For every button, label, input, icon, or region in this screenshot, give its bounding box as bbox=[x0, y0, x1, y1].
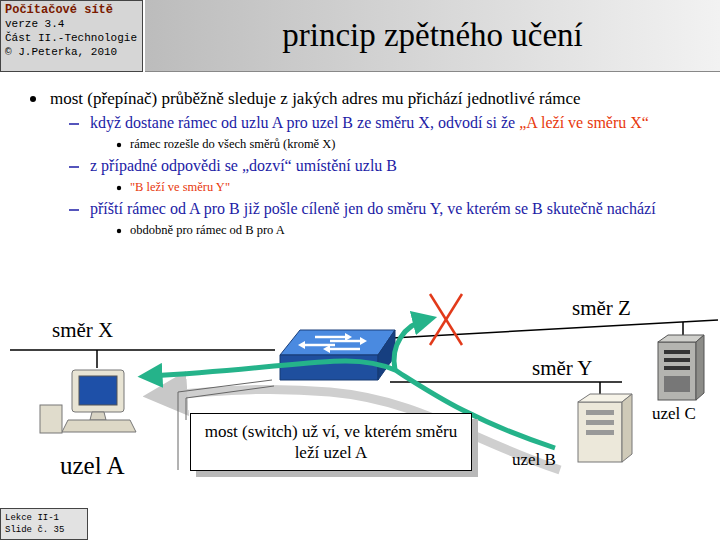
box-text: Slide č. 35 bbox=[5, 524, 83, 536]
bullet-item: "B leží ve směru Y" bbox=[22, 179, 702, 196]
bullet-marker bbox=[28, 88, 42, 108]
slide-number-box: Lekce II-1Slide č. 35 bbox=[0, 508, 88, 540]
bullet-text: z případné odpovědi se „dozví“ umístění … bbox=[90, 157, 397, 174]
bullet-marker bbox=[68, 113, 82, 133]
bullet-marker bbox=[114, 136, 128, 156]
bullet-item: příští rámec od A pro B již pošle cíleně… bbox=[22, 199, 702, 219]
bullet-text: příští rámec od A pro B již pošle cíleně… bbox=[90, 200, 656, 217]
bullet-marker bbox=[114, 179, 128, 199]
bullet-marker bbox=[68, 156, 82, 176]
bullet-item: most (přepínač) průběžně sleduje z jakýc… bbox=[22, 88, 702, 109]
bullet-text: obdobně pro rámec od B pro A bbox=[130, 223, 285, 237]
box-text: verze 3.4 bbox=[5, 17, 138, 31]
bullet-text: "B leží ve směru Y" bbox=[130, 180, 230, 194]
bullet-item: rámec rozešle do všech směrů (kromě X) bbox=[22, 136, 702, 153]
bullet-text: když dostane rámec od uzlu A pro uzel B … bbox=[90, 114, 515, 131]
title-band: princip zpětného učení bbox=[145, 0, 720, 72]
box-text: © J.Peterka, 2010 bbox=[5, 45, 138, 59]
switch-icon bbox=[280, 330, 395, 380]
bullet-marker bbox=[114, 222, 128, 242]
bullet-item: obdobně pro rámec od B pro A bbox=[22, 222, 702, 239]
box-text: most (switch) už ví, ve kterém směru lež… bbox=[201, 421, 461, 463]
bullet-list: most (přepínač) průběžně sleduje z jakýc… bbox=[22, 88, 702, 242]
callout-box: most (switch) už ví, ve kterém směru lež… bbox=[190, 413, 472, 471]
bullet-item: z případné odpovědi se „dozví“ umístění … bbox=[22, 156, 702, 176]
slide-title: princip zpětného učení bbox=[282, 17, 583, 54]
segment-label: směr X bbox=[52, 318, 113, 343]
bullet-text: rámec rozešle do všech směrů (kromě X) bbox=[130, 137, 335, 151]
server-icon bbox=[658, 335, 704, 400]
course-info-box: Počítačové sítěverze 3.4Část II.-Technol… bbox=[0, 0, 143, 72]
node-label: uzel C bbox=[652, 404, 696, 424]
red-cross bbox=[430, 294, 462, 345]
node-label: uzel A bbox=[60, 452, 125, 480]
segment-label: směr Y bbox=[532, 356, 592, 381]
bullet-item: když dostane rámec od uzlu A pro uzel B … bbox=[22, 113, 702, 133]
bullet-text: „A leží ve směru X“ bbox=[519, 114, 649, 131]
node-label: uzel B bbox=[512, 450, 556, 470]
box-text: Počítačové sítě bbox=[5, 3, 138, 17]
box-text: Lekce II-1 bbox=[5, 512, 83, 524]
box-text: Část II.-Technologie bbox=[5, 31, 138, 45]
bullet-text: most (přepínač) průběžně sleduje z jakýc… bbox=[50, 89, 581, 108]
bullet-marker bbox=[68, 199, 82, 219]
computer-icon bbox=[40, 370, 136, 433]
server-icon bbox=[578, 394, 632, 462]
blocked-frame-arrow bbox=[394, 320, 425, 370]
segment-label: směr Z bbox=[572, 296, 631, 321]
